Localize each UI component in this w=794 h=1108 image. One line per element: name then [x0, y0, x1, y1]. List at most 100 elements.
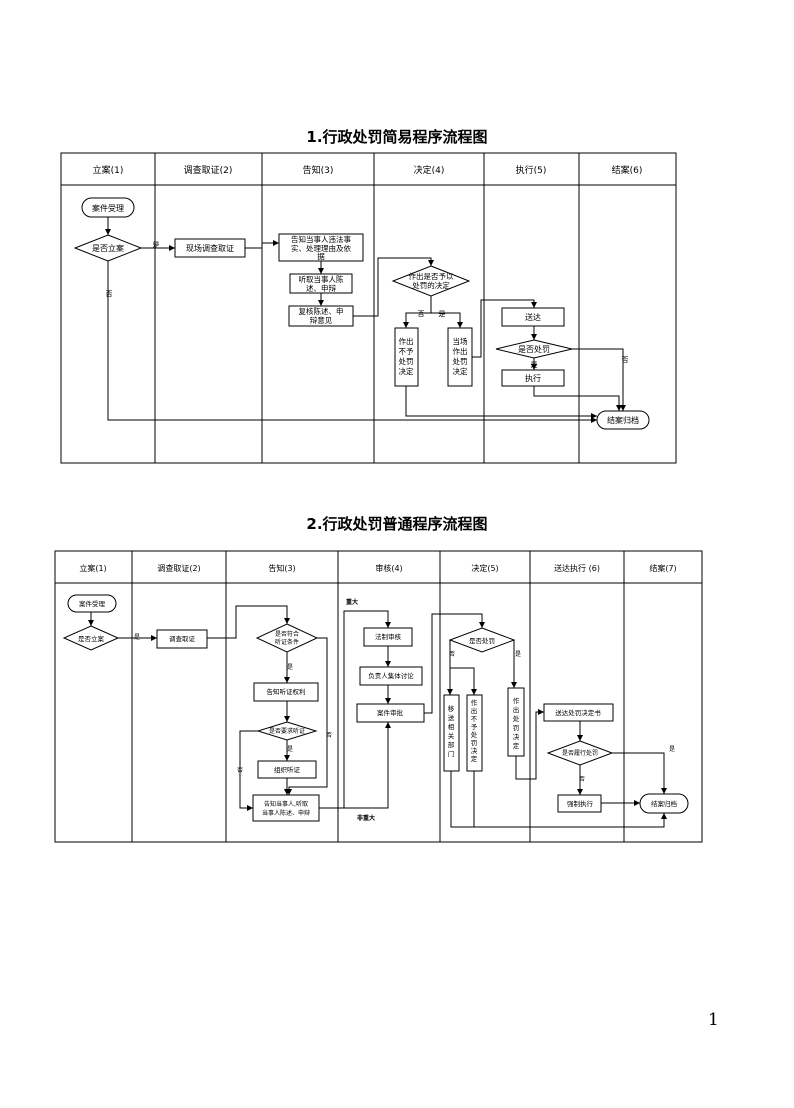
execute-box: [501, 369, 565, 387]
deliver-box: [501, 307, 565, 327]
connector-arrow: [344, 722, 391, 809]
hear-statement-label: 述、申辩: [306, 283, 336, 293]
transfer-department-label: 关: [448, 731, 455, 740]
edge-label-yes: 是: [287, 664, 293, 671]
connector-arrow: [515, 709, 544, 780]
case-approval-label: 案件审批: [377, 708, 404, 717]
connector-arrow: [450, 667, 477, 695]
enforce-label: 强制执行: [567, 799, 594, 808]
normal-lane-header: 告知(3): [268, 563, 295, 573]
penalty-decision-label: 处罚的决定: [412, 280, 450, 290]
transfer-department-label: 门: [448, 749, 455, 758]
no-penalty-decision-label: 不予: [399, 347, 414, 356]
file-case-label: 是否立案: [92, 243, 124, 253]
request-hearing-label: 是否要求听证: [269, 727, 305, 735]
execute-decision-label: 是否处罚: [518, 344, 550, 354]
no-penalty-decision-label: 决: [471, 746, 478, 755]
hear-statement-label: 听取当事人陈: [299, 274, 344, 284]
edge-label-yes: 是: [531, 361, 538, 369]
connector-arrow: [319, 610, 391, 809]
edge-label-yes: 是: [439, 310, 446, 318]
legal-review-label: 法制审核: [375, 632, 402, 641]
investigation-box: [156, 629, 208, 649]
no-penalty-decision-label: 作: [471, 698, 478, 707]
review-opinion-label: 复核陈述、申: [299, 306, 344, 316]
transfer-department-label: 部: [448, 740, 455, 749]
penalty-decision-diamond: [448, 627, 516, 653]
no-penalty-decision-label: 予: [471, 723, 478, 731]
hearing-right-label: 告知听证权利: [267, 687, 306, 696]
penalty-decision-label: 作出是否予以: [409, 271, 454, 281]
hearing-condition-label: 听证条件: [275, 638, 299, 646]
simple-connectors: [105, 217, 626, 423]
edge-label-yes: 是: [287, 746, 293, 753]
connector-arrow: [450, 771, 667, 828]
penalty-decision-label: 决: [513, 732, 520, 741]
onsite-penalty-decision-label: 当场: [453, 336, 468, 346]
inform-party-label: 实、处理理由及依: [291, 243, 351, 253]
simple-procedure-diagram: [60, 152, 677, 464]
no-penalty-decision-label: 罚: [471, 739, 478, 747]
simple-lane-header: 决定(4): [414, 164, 445, 176]
edge-label-non-major: 非重大: [357, 814, 375, 822]
simple-procedure-title: 1.行政处罚简易程序流程图: [306, 128, 488, 146]
review-opinion-label: 辩意见: [310, 315, 333, 325]
edge-label-yes: 是: [669, 746, 675, 753]
transfer-department-label: 相: [448, 722, 455, 731]
inform-party-label: 当事人陈述、申辩: [262, 809, 310, 817]
hearing-right-box: [253, 682, 319, 702]
edge-label-yes: 是: [153, 241, 160, 249]
normal-lane-header: 决定(5): [471, 563, 498, 573]
onsite-penalty-decision-box: [447, 327, 473, 387]
no-penalty-decision-label: 处: [471, 730, 478, 739]
no-penalty-decision-label: 作出: [399, 336, 414, 346]
execute-label: 执行: [525, 373, 541, 383]
edge-label-no: 否: [622, 356, 629, 364]
simple-lane-header: 结案(6): [612, 164, 643, 176]
no-penalty-decision-label: 不: [471, 715, 478, 723]
edge-label-no: 否: [579, 776, 585, 783]
penalty-decision-label: 作: [513, 696, 520, 705]
collective-discussion-box: [359, 666, 423, 686]
edge-label-no: 否: [106, 290, 113, 298]
penalty-decision-label: 定: [513, 741, 520, 750]
file-case-label: 是否立案: [78, 634, 105, 643]
connector-arrow: [572, 348, 626, 411]
case-accepted-terminal: [67, 594, 117, 613]
case-accepted-label: 案件受理: [92, 203, 124, 213]
close-case-label: 结案归档: [651, 799, 677, 808]
inform-party-label: 据: [317, 252, 325, 261]
connector-arrow: [403, 296, 432, 328]
transfer-department-label: 送: [448, 713, 455, 722]
connector-arrow: [207, 605, 290, 639]
page-number: 1: [708, 1010, 719, 1030]
simple-lane-header: 告知(3): [303, 164, 334, 176]
connector-arrow: [107, 261, 597, 423]
connector-arrow: [472, 299, 537, 358]
connector-arrow: [431, 312, 463, 328]
onsite-penalty-decision-label: 作出: [453, 346, 468, 356]
normal-lane-header: 送达执行 (6): [554, 563, 600, 573]
deliver-label: 送达: [525, 312, 541, 322]
simple-lane-header: 立案(1): [93, 164, 124, 176]
penalty-decision-label: 处: [513, 714, 520, 723]
connector-arrow: [424, 613, 485, 714]
simple-lane-header: 执行(5): [516, 164, 547, 176]
connector-arrow: [239, 730, 258, 811]
normal-procedure-title: 2.行政处罚普通程序流程图: [306, 515, 488, 533]
investigation-label: 调查取证: [169, 634, 196, 643]
edge-label-no: 否: [449, 651, 455, 658]
no-penalty-decision-label: 处罚: [399, 356, 414, 366]
hearing-condition-decision: [255, 623, 319, 653]
normal-lane-header: 结案(7): [649, 563, 676, 573]
onsite-penalty-decision-label: 处罚: [453, 356, 468, 366]
normal-frame: [54, 550, 703, 843]
organize-hearing-label: 组织听证: [274, 765, 301, 774]
normal-lane-header: 调查取证(2): [157, 563, 200, 573]
transfer-department-label: 移: [448, 704, 455, 713]
deliver-decision-label: 送达处罚决定书: [555, 708, 601, 717]
connector-arrow: [405, 386, 597, 419]
simple-lane-header: 调查取证(2): [184, 164, 233, 176]
simple-frame: [60, 152, 677, 464]
connector-arrow: [533, 386, 622, 411]
